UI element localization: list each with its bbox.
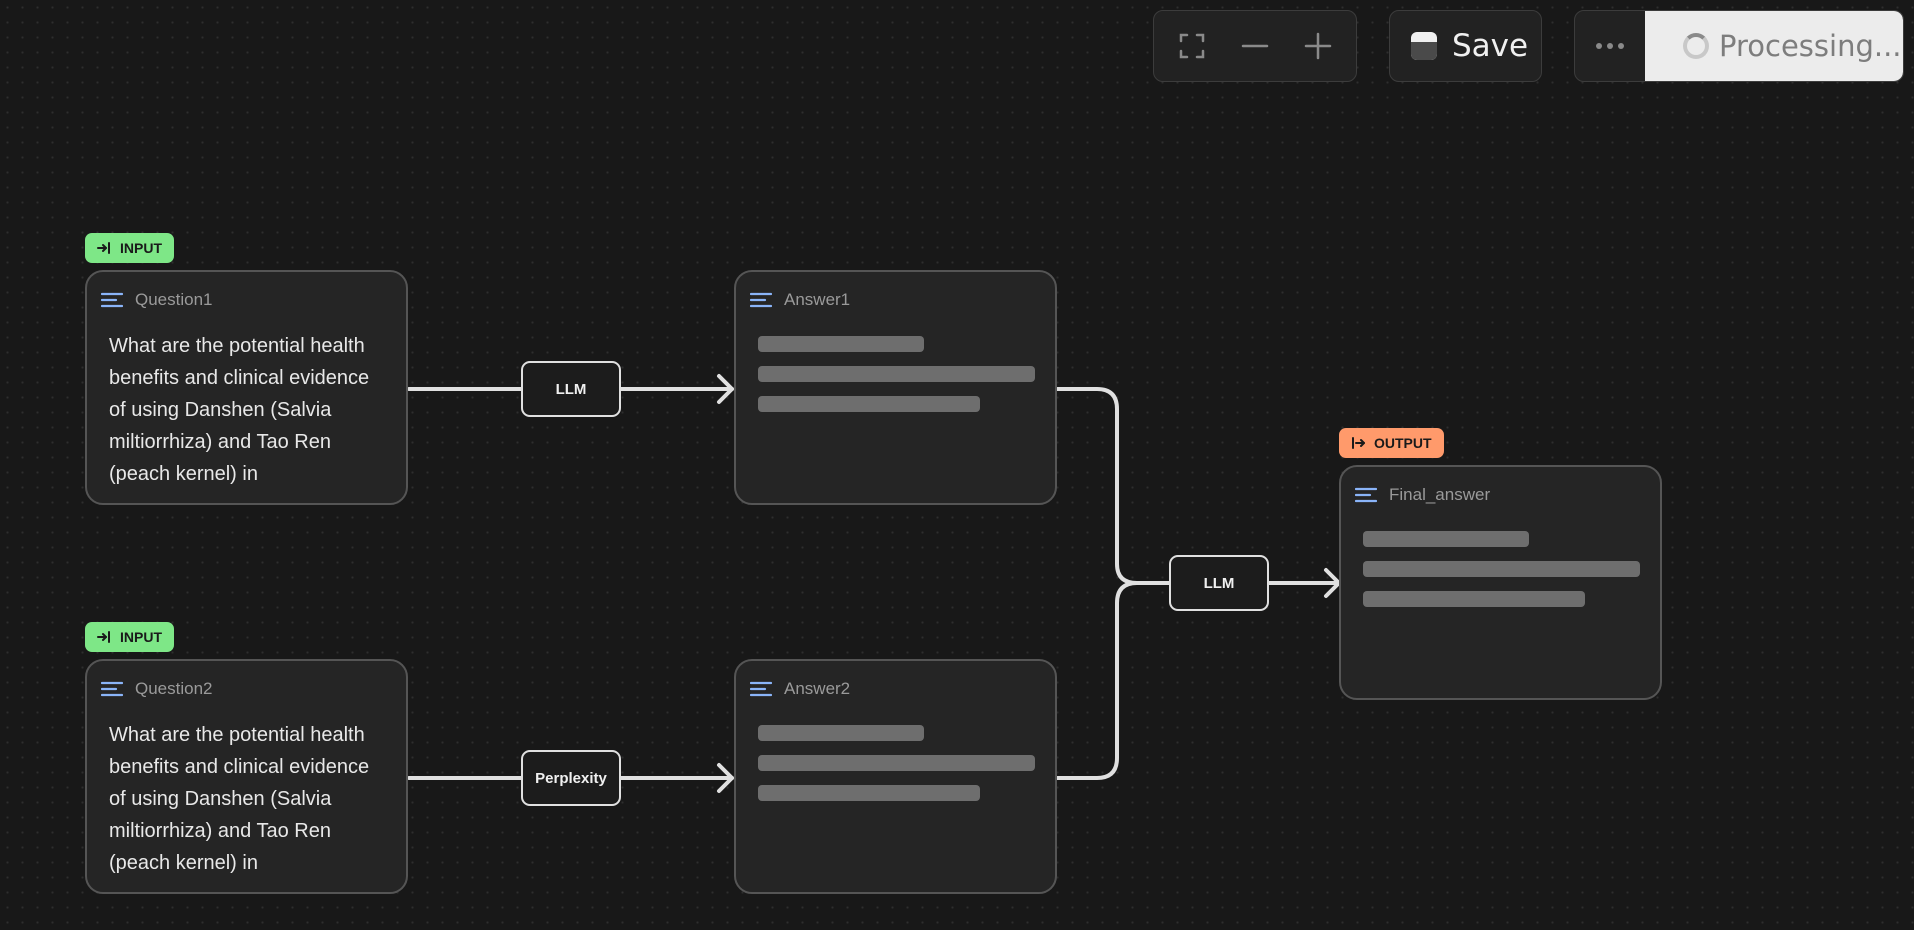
text-lines-icon (1355, 487, 1377, 503)
output-badge-final: OUTPUT (1339, 428, 1444, 458)
node-text[interactable]: What are the potential health benefits a… (109, 724, 370, 874)
save-button[interactable]: Save (1389, 10, 1542, 82)
input-badge-question2: INPUT (85, 622, 174, 652)
node-question1[interactable]: Question1 What are the potential health … (85, 270, 408, 505)
save-icon (1411, 32, 1437, 60)
input-badge-question1: INPUT (85, 233, 174, 263)
arrowhead-a1 (717, 374, 734, 404)
input-arrow-icon (97, 631, 110, 643)
edge-label-llm-q1[interactable]: LLM (521, 361, 621, 417)
more-icon (1596, 43, 1624, 49)
node-title: Question2 (135, 679, 213, 698)
node-header: Answer1 (736, 272, 1055, 310)
skeleton-line (1363, 591, 1585, 607)
text-lines-icon (750, 681, 772, 697)
skeleton-line (758, 336, 924, 352)
node-header: Answer2 (736, 661, 1055, 699)
save-label: Save (1452, 28, 1529, 64)
input-badge-label: INPUT (120, 240, 162, 256)
text-lines-icon (101, 292, 123, 308)
node-header: Final_answer (1341, 467, 1660, 505)
loading-skeleton (736, 699, 1055, 801)
fit-view-button[interactable] (1165, 19, 1219, 73)
processing-label: Processing... (1719, 29, 1902, 63)
skeleton-line (758, 755, 1035, 771)
node-answer2[interactable]: Answer2 (734, 659, 1057, 894)
arrowhead-a2 (717, 763, 734, 793)
output-arrow-icon (1352, 437, 1365, 449)
minus-icon (1241, 44, 1269, 48)
skeleton-line (1363, 531, 1529, 547)
loading-skeleton (1341, 505, 1660, 607)
node-text[interactable]: What are the potential health benefits a… (109, 335, 370, 485)
more-button[interactable] (1575, 11, 1645, 81)
text-lines-icon (101, 681, 123, 697)
run-controls: Processing... (1574, 10, 1904, 82)
plus-icon (1305, 32, 1332, 60)
spinner-icon (1683, 33, 1709, 59)
node-answer1[interactable]: Answer1 (734, 270, 1057, 505)
node-title: Answer2 (784, 679, 851, 698)
skeleton-line (758, 725, 924, 741)
skeleton-line (758, 785, 980, 801)
fit-view-icon (1179, 33, 1204, 59)
node-title: Final_answer (1389, 485, 1491, 504)
node-header: Question2 (87, 661, 406, 699)
edge-label-llm-final[interactable]: LLM (1169, 555, 1269, 611)
loading-skeleton (736, 310, 1055, 412)
input-badge-label: INPUT (120, 629, 162, 645)
node-question2[interactable]: Question2 What are the potential health … (85, 659, 408, 894)
node-final-answer[interactable]: Final_answer (1339, 465, 1662, 700)
node-header: Question1 (87, 272, 406, 310)
zoom-out-button[interactable] (1228, 19, 1282, 73)
text-lines-icon (750, 292, 772, 308)
processing-status: Processing... (1645, 11, 1903, 81)
skeleton-line (758, 366, 1035, 382)
node-title: Answer1 (784, 290, 851, 309)
zoom-in-button[interactable] (1291, 19, 1345, 73)
edge-label-perplexity-q2[interactable]: Perplexity (521, 750, 621, 806)
skeleton-line (1363, 561, 1640, 577)
edge-a2-merge (1055, 581, 1139, 780)
node-title: Question1 (135, 290, 213, 309)
zoom-controls (1153, 10, 1357, 82)
output-badge-label: OUTPUT (1374, 435, 1432, 451)
skeleton-line (758, 396, 980, 412)
input-arrow-icon (97, 242, 110, 254)
edge-a1-merge (1055, 387, 1341, 585)
